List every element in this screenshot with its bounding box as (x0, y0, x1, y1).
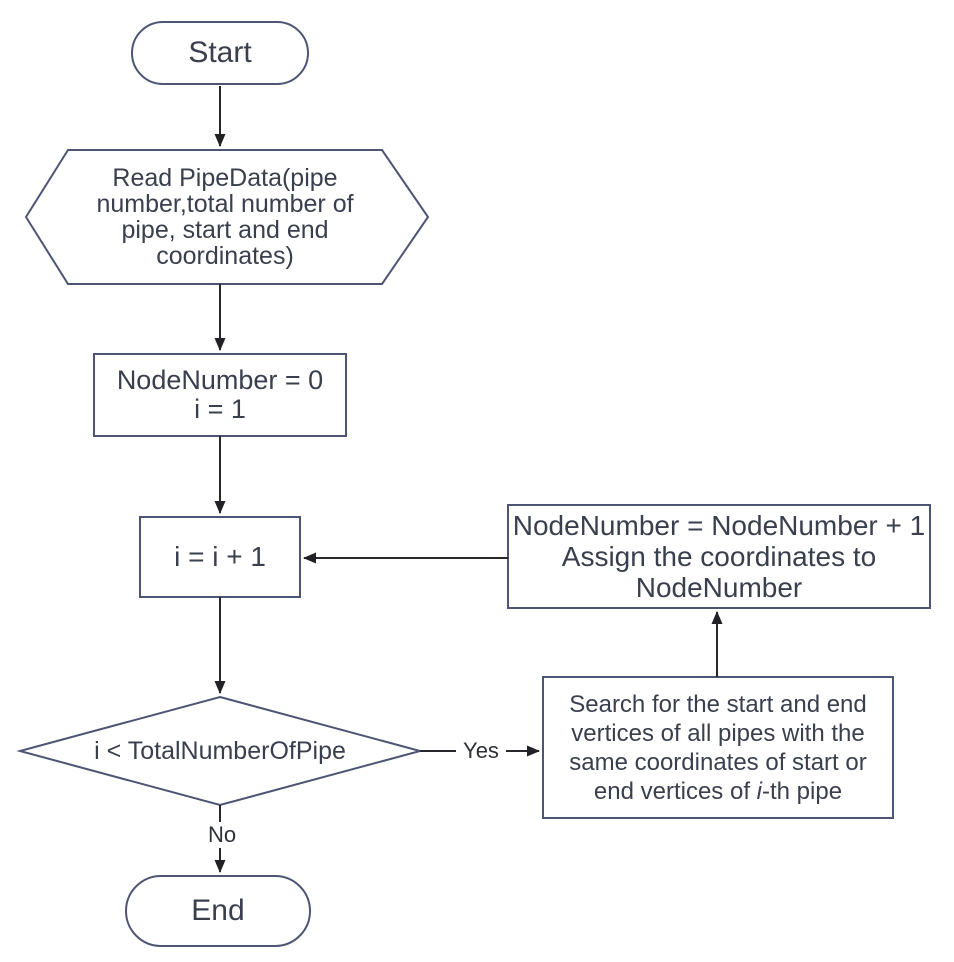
start-terminator-shape (131, 21, 309, 85)
assign-process-shape (507, 504, 931, 609)
increment-node-label: i = i + 1 (174, 541, 266, 572)
decision-node-label: i < TotalNumberOfPipe (94, 736, 346, 765)
search-node-text: Search for the start and end vertices of… (569, 690, 867, 806)
search-node-italic-i: i (756, 777, 762, 805)
search-node-text-suffix: -th pipe (762, 777, 843, 805)
read-pipedata-node-label: Read PipeData(pipe number,total number o… (96, 164, 354, 270)
start-node-label: Start (188, 36, 252, 69)
end-terminator-shape (125, 875, 311, 947)
read-pipedata-hexagon-shape (24, 149, 430, 285)
init-process-shape (93, 353, 347, 437)
increment-process-shape (139, 516, 301, 598)
end-node-label: End (191, 894, 245, 927)
init-node-label: NodeNumber = 0 i = 1 (116, 365, 324, 424)
search-node-label: Search for the start and end vertices of… (548, 677, 888, 818)
no-edge-label: No (197, 822, 247, 848)
search-process-shape (542, 676, 894, 819)
search-node-text-prefix: Search for the start and end vertices of… (569, 690, 867, 805)
assign-node-label: NodeNumber = NodeNumber + 1 Assign the c… (512, 510, 926, 603)
yes-edge-label: Yes (456, 738, 506, 764)
